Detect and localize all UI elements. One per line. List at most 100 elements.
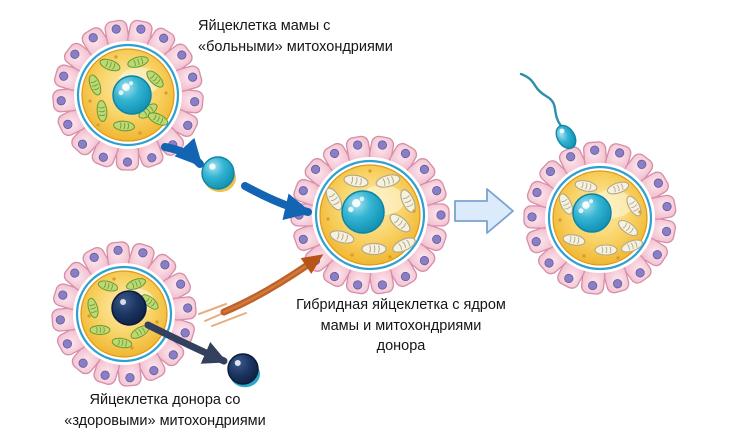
corona-cell <box>117 358 142 387</box>
corona-cell <box>580 266 606 295</box>
corona-cell-nucleus <box>138 248 148 258</box>
mitochondrion <box>594 244 618 256</box>
corona-cell-nucleus <box>353 140 363 150</box>
mom-nucleus-extraction-arrow <box>161 137 204 168</box>
mitochondrion <box>99 58 121 72</box>
corona-cell-nucleus <box>400 148 411 159</box>
mitochondrion <box>146 70 164 88</box>
corona-cell-nucleus <box>615 148 625 158</box>
corona-cell-nucleus <box>190 97 200 107</box>
mitochondrion <box>147 112 169 126</box>
mitochondrion <box>606 181 630 195</box>
mitochondrion <box>392 237 416 253</box>
mitochondrion <box>96 100 108 122</box>
corona-cell-nucleus <box>329 148 340 159</box>
corona-cell-nucleus <box>183 120 193 130</box>
corona-cell <box>168 296 197 321</box>
mitochondrion <box>574 180 598 192</box>
corona-cell-nucleus <box>160 260 170 270</box>
corona-cell-nucleus <box>111 24 121 34</box>
corona-cell-nucleus <box>100 370 110 380</box>
mitochondrion <box>343 174 369 188</box>
corona-cell-nucleus <box>377 140 387 150</box>
corona-cell <box>368 135 395 165</box>
extracted-nucleus-donor <box>227 353 260 388</box>
corona-cell-nucleus <box>147 153 157 163</box>
egg-cell-donor <box>51 241 197 387</box>
mitochondrion <box>126 278 146 290</box>
corona-cell-nucleus <box>58 290 68 300</box>
zona-pellucida <box>314 159 426 271</box>
corona-cell-nucleus <box>400 271 411 282</box>
egg-cell-hybrid <box>290 135 450 295</box>
corona-cell <box>345 135 372 165</box>
corona-cell-nucleus <box>564 273 574 284</box>
mitochondrion <box>375 174 401 188</box>
corona-cell <box>583 141 608 170</box>
corona-cell-nucleus <box>176 279 186 289</box>
corona-cell-nucleus <box>662 201 672 212</box>
corona-cell-nucleus <box>544 258 554 268</box>
corona-cell-nucleus <box>432 186 442 196</box>
corona-cell <box>523 205 551 229</box>
corona-cell-nucleus <box>637 159 647 169</box>
corona-cell-nucleus <box>168 350 178 360</box>
corona-cell-nucleus <box>377 280 387 290</box>
corona-cell <box>647 217 677 244</box>
corona-cell-nucleus <box>661 226 672 237</box>
corona-cell-nucleus <box>527 212 537 222</box>
corona-cell-nucleus <box>55 315 65 325</box>
mitochondrion <box>361 242 387 256</box>
corona-cell-nucleus <box>612 279 623 289</box>
egg-cell-fertilized <box>523 141 677 295</box>
extracted-nucleus-mom <box>201 156 236 193</box>
corona-cell-nucleus <box>122 157 133 167</box>
corona-cell <box>175 88 204 114</box>
corona-cell-nucleus <box>531 237 541 247</box>
corona-cell-nucleus <box>436 210 446 220</box>
label-mom-egg: Яйцеклетка мамы с «больными» митохондрия… <box>198 18 393 55</box>
corona-cell-nucleus <box>77 139 88 149</box>
donor-egg-to-hybrid-arrow <box>198 254 324 327</box>
corona-cell-nucleus <box>113 245 123 255</box>
mitochondrion <box>113 120 135 132</box>
corona-cell-nucleus <box>56 96 66 106</box>
corona-cell-nucleus <box>183 303 193 313</box>
mitochondrion <box>87 297 99 319</box>
mitochondrion <box>111 337 133 349</box>
mitochondrion <box>97 280 119 292</box>
corona-cell-nucleus <box>329 271 340 282</box>
egg-cell-fertilized-nucleus <box>572 193 612 233</box>
mitochondrion <box>89 325 111 335</box>
egg-cell-hybrid-nucleus <box>341 190 385 234</box>
corona-cell-nucleus <box>588 280 598 291</box>
corona-cell-nucleus <box>532 187 542 198</box>
corona-cell-nucleus <box>177 50 187 60</box>
mitochondrion <box>562 234 586 246</box>
mitochondrion <box>127 56 149 68</box>
corona-cell-nucleus <box>419 164 430 174</box>
corona-cell-nucleus <box>566 152 576 162</box>
zona-pellucida <box>547 165 653 271</box>
corona-cell-nucleus <box>88 33 98 43</box>
corona-cell-nucleus <box>419 256 430 266</box>
sperm-tail <box>519 72 563 128</box>
egg-cell-mom <box>52 19 204 171</box>
fertilization-step-arrow <box>454 188 514 234</box>
corona-cell-nucleus <box>188 72 198 82</box>
mitochondrion <box>558 193 574 215</box>
zona-pellucida <box>76 43 180 147</box>
corona-cell-nucleus <box>136 24 146 34</box>
corona-cell-nucleus <box>432 234 442 244</box>
corona-cell-nucleus <box>180 328 190 338</box>
corona-cell-nucleus <box>62 339 72 349</box>
corona-cell-nucleus <box>353 280 363 290</box>
corona-cell-nucleus <box>635 268 645 278</box>
mitochondrion <box>617 219 639 237</box>
zona-pellucida <box>75 265 173 363</box>
corona-cell-nucleus <box>63 119 73 129</box>
corona-cell-nucleus <box>125 373 135 383</box>
corona-cell-nucleus <box>545 166 556 177</box>
